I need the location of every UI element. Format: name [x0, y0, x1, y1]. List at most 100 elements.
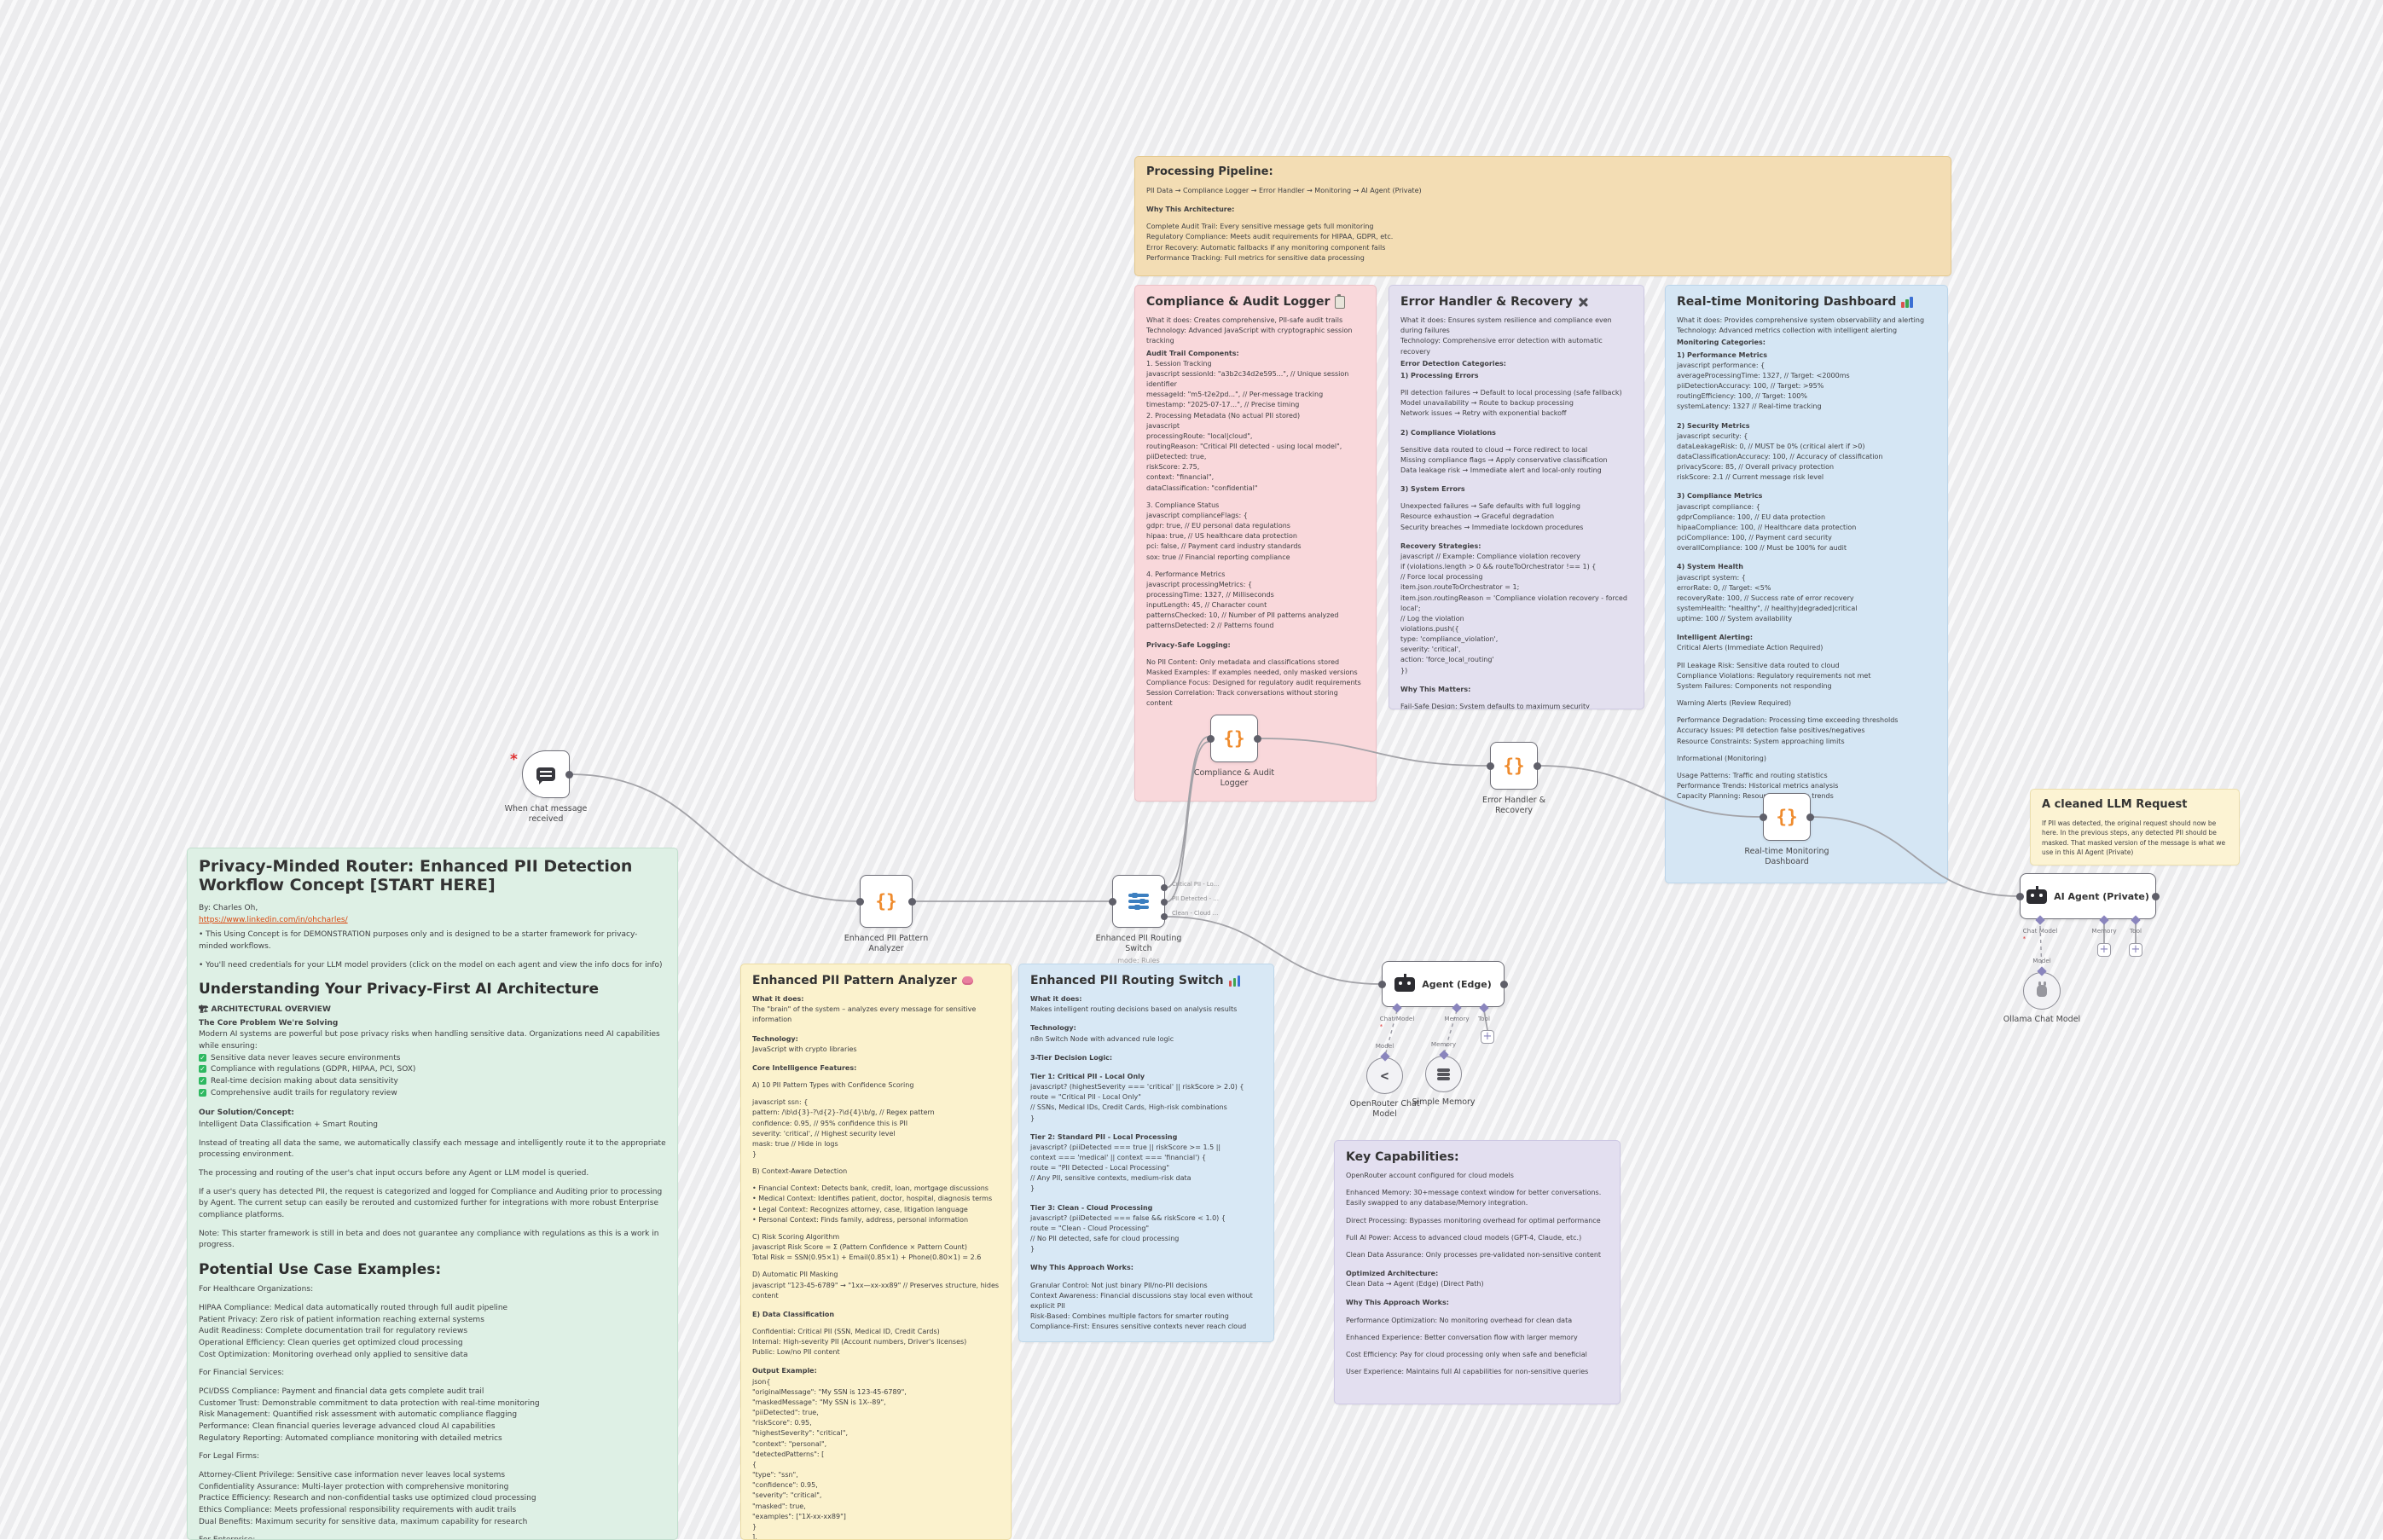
- output-port[interactable]: [1161, 913, 1168, 920]
- note-line: PII Data → Compliance Logger → Error Han…: [1146, 186, 1422, 194]
- note-line: route = "PII Detected - Local Processing…: [1030, 1164, 1170, 1172]
- node-monitoring-dashboard[interactable]: {}: [1760, 793, 1814, 841]
- node-ai-agent-private[interactable]: AI Agent (Private): [2016, 873, 2160, 919]
- node-compliance-logger[interactable]: {}: [1207, 715, 1261, 762]
- note-line: Ethics Compliance: Meets professional re…: [199, 1506, 517, 1515]
- agent-port-label: Tool: [1478, 1015, 1490, 1022]
- note-line: routingReason: "Critical PII detected - …: [1146, 442, 1342, 450]
- connection-edge[interactable]: [1165, 736, 1209, 889]
- output-port[interactable]: [1161, 884, 1168, 891]
- brain-icon: [961, 976, 973, 986]
- output-port[interactable]: [908, 897, 916, 906]
- note-title: Error Handler & Recovery: [1400, 295, 1632, 309]
- input-port[interactable]: [1760, 813, 1767, 821]
- output-port[interactable]: [565, 770, 573, 779]
- connection-edge[interactable]: [1811, 816, 2019, 897]
- note-subheading: Why This Matters:: [1400, 685, 1471, 693]
- connection-edge[interactable]: [1384, 1010, 1398, 1057]
- node-pii-switch[interactable]: [1109, 875, 1168, 928]
- note-subheading: Intelligent Alerting:: [1677, 634, 1754, 642]
- node-openrouter-chat-model[interactable]: <: [1366, 1057, 1403, 1094]
- node-simple-memory[interactable]: [1425, 1056, 1462, 1092]
- byline-link[interactable]: https://www.linkedin.com/in/ohcharles/: [199, 916, 348, 925]
- note-line: Makes intelligent routing decisions base…: [1030, 1005, 1238, 1014]
- connection-edge[interactable]: [1483, 1010, 1488, 1031]
- output-port[interactable]: [2152, 892, 2160, 900]
- note-line: "severity": "critical",: [752, 1491, 822, 1500]
- connection-edge[interactable]: [569, 773, 859, 902]
- connection-edge[interactable]: [1165, 916, 1381, 985]
- sticky-note-start-here[interactable]: Privacy-Minded Router: Enhanced PII Dete…: [187, 848, 678, 1540]
- add-node-button-private-memory-plus[interactable]: +: [2097, 943, 2111, 957]
- note-line: gdpr: true, // EU personal data regulati…: [1146, 522, 1290, 530]
- note-line: 3. Compliance Status: [1146, 501, 1220, 509]
- note-line: {: [752, 1460, 757, 1468]
- note-line: Unexpected failures → Safe defaults with…: [1400, 502, 1580, 511]
- connection-edge[interactable]: [1258, 738, 1489, 767]
- note-title-text: Enhanced PII Routing Switch: [1030, 974, 1224, 987]
- note-line: JavaScript with crypto libraries: [752, 1045, 857, 1053]
- code-icon: {}: [875, 891, 897, 912]
- note-line: averageProcessingTime: 1327, // Target: …: [1677, 371, 1850, 379]
- add-node-button-edge-tool-plus[interactable]: +: [1481, 1030, 1494, 1044]
- output-port[interactable]: [1254, 734, 1261, 743]
- chart-icon: [1228, 975, 1241, 987]
- node-pii-analyzer[interactable]: {}: [856, 875, 916, 928]
- note-line: Operational Efficiency: Clean queries ge…: [199, 1339, 463, 1348]
- input-port[interactable]: [856, 897, 864, 906]
- note-subheading: Recovery Strategies:: [1400, 541, 1481, 550]
- connection-edge[interactable]: [1443, 1010, 1458, 1055]
- sticky-note-key-capabilities[interactable]: Key Capabilities:OpenRouter account conf…: [1334, 1140, 1621, 1404]
- note-subheading: Privacy-Safe Logging:: [1146, 640, 1231, 649]
- node-agent-edge[interactable]: Agent (Edge): [1378, 961, 1508, 1007]
- note-line: javascript ssn: {: [752, 1098, 809, 1107]
- note-line: Resource exhaustion → Graceful degradati…: [1400, 512, 1555, 521]
- connection-edge[interactable]: [2039, 925, 2043, 971]
- input-port[interactable]: [2016, 892, 2024, 900]
- input-port[interactable]: [1207, 734, 1215, 743]
- note-line: context: "financial",: [1146, 473, 1215, 482]
- note-line: Usage Patterns: Traffic and routing stat…: [1677, 771, 1828, 779]
- note-line: Intelligent Data Classification + Smart …: [199, 1120, 379, 1129]
- connection-edge[interactable]: [1538, 765, 1762, 818]
- note-line: B) Context-Aware Detection: [752, 1167, 848, 1176]
- note-line: javascript: [1146, 421, 1180, 430]
- input-port[interactable]: [1487, 761, 1494, 770]
- note-check-line: ✓Real-time decision making about data se…: [199, 1076, 398, 1086]
- output-port[interactable]: [1161, 899, 1168, 906]
- output-port[interactable]: [1534, 761, 1541, 770]
- node-chat-trigger[interactable]: *: [510, 750, 573, 798]
- note-title-text: Enhanced PII Pattern Analyzer: [752, 974, 957, 987]
- note-line: D) Automatic PII Masking: [752, 1271, 838, 1279]
- note-line: pci: false, // Payment card industry sta…: [1146, 542, 1302, 551]
- input-port[interactable]: [1378, 980, 1386, 988]
- note-line: context === 'medical' || context === 'fi…: [1030, 1153, 1207, 1161]
- output-port[interactable]: [1806, 813, 1814, 821]
- sticky-note-processing-pipeline[interactable]: Processing Pipeline:PII Data → Complianc…: [1134, 156, 1951, 276]
- note-line: If a user's query has detected PII, the …: [199, 1187, 663, 1219]
- note-check-line: ✓Compliance with regulations (GDPR, HIPA…: [199, 1065, 416, 1074]
- note-line: Security breaches → Immediate lockdown p…: [1400, 523, 1584, 531]
- node-error-handler[interactable]: {}: [1487, 742, 1541, 790]
- note-line: Performance Optimization: No monitoring …: [1346, 1316, 1573, 1324]
- note-heading: Understanding Your Privacy-First AI Arch…: [199, 981, 600, 999]
- note-line: javascript security: {: [1677, 431, 1748, 440]
- agent-node-label: Agent (Edge): [1422, 978, 1492, 990]
- node-ollama-chat-model[interactable]: [2023, 972, 2061, 1010]
- connection-edge[interactable]: [1165, 741, 1209, 903]
- note-line: type: 'compliance_violation',: [1400, 635, 1499, 644]
- add-node-button-private-tool-plus[interactable]: +: [2129, 943, 2142, 957]
- clipboard-icon: [1335, 293, 1346, 309]
- input-port[interactable]: [1109, 897, 1116, 906]
- note-subheading: Why This Approach Works:: [1346, 1299, 1449, 1307]
- note-line: javascript compliance: {: [1677, 502, 1760, 511]
- note-line: recoveryRate: 100, // Success rate of er…: [1677, 593, 1854, 602]
- note-line: // SSNs, Medical IDs, Credit Cards, High…: [1030, 1103, 1227, 1112]
- output-port[interactable]: [1500, 980, 1508, 988]
